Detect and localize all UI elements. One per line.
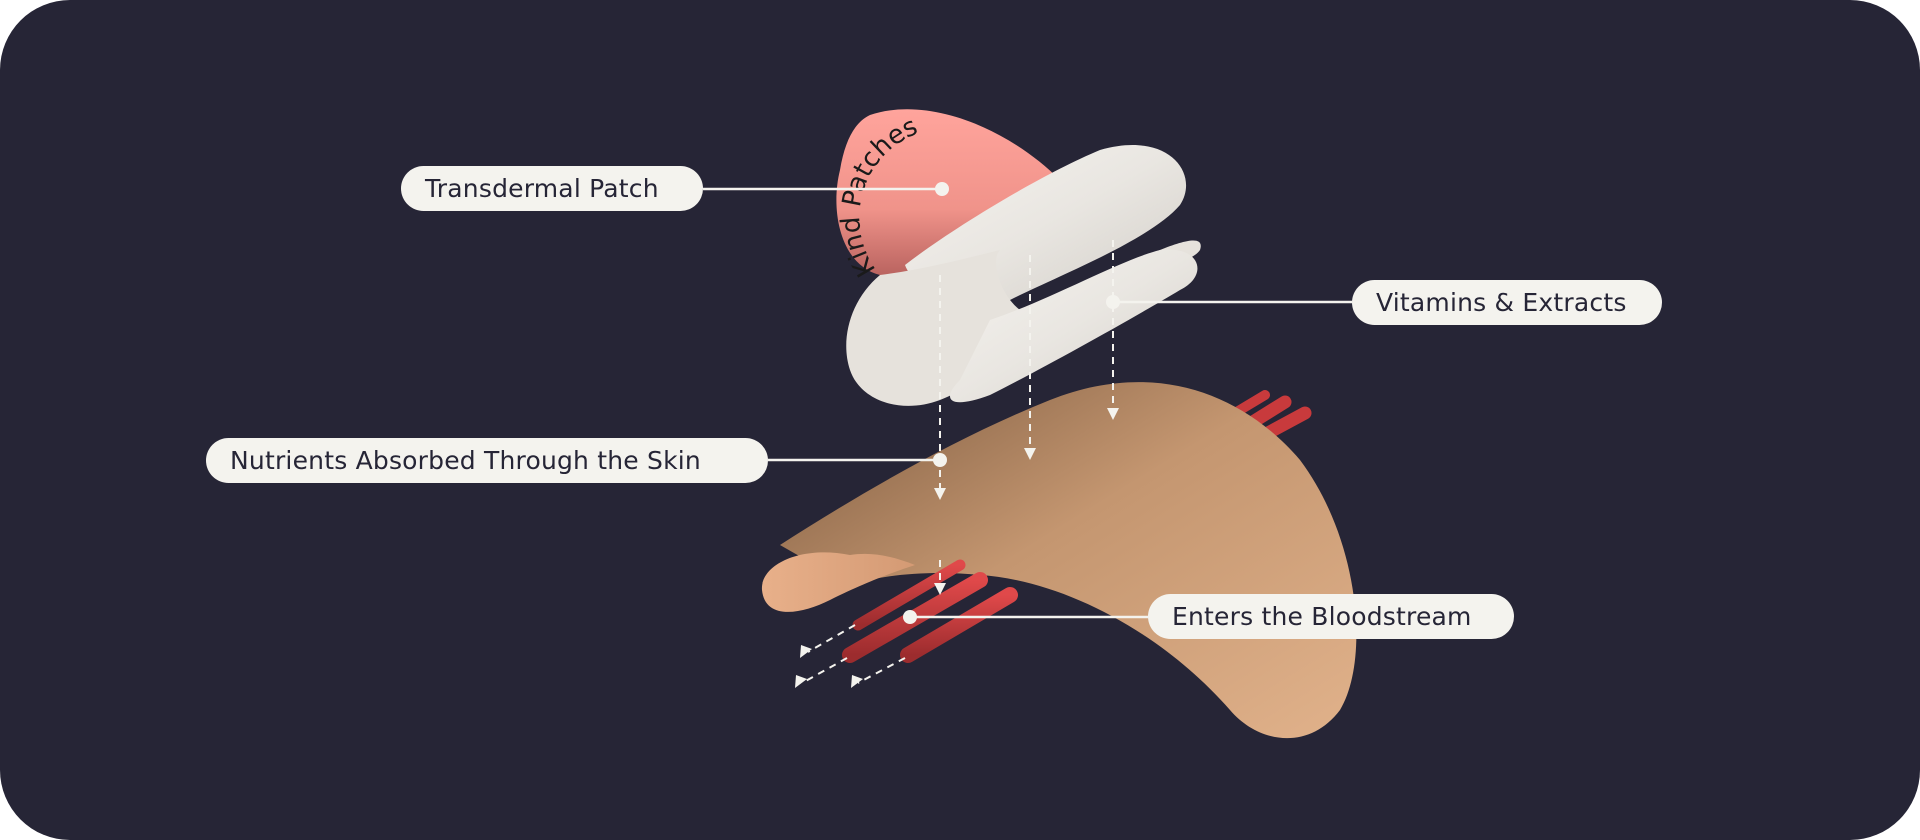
leader-lines	[703, 187, 1352, 619]
leader-dots	[903, 182, 1120, 624]
label-enters-bloodstream: Enters the Bloodstream	[1148, 594, 1514, 639]
skin-shape	[761, 382, 1357, 739]
arrowheads	[795, 408, 1119, 688]
label-nutrients-absorbed: Nutrients Absorbed Through the Skin	[206, 438, 768, 483]
label-vitamins-extracts: Vitamins & Extracts	[1352, 280, 1662, 325]
label-transdermal-patch: Transdermal Patch	[401, 166, 703, 211]
absorption-arrows	[801, 240, 1114, 684]
